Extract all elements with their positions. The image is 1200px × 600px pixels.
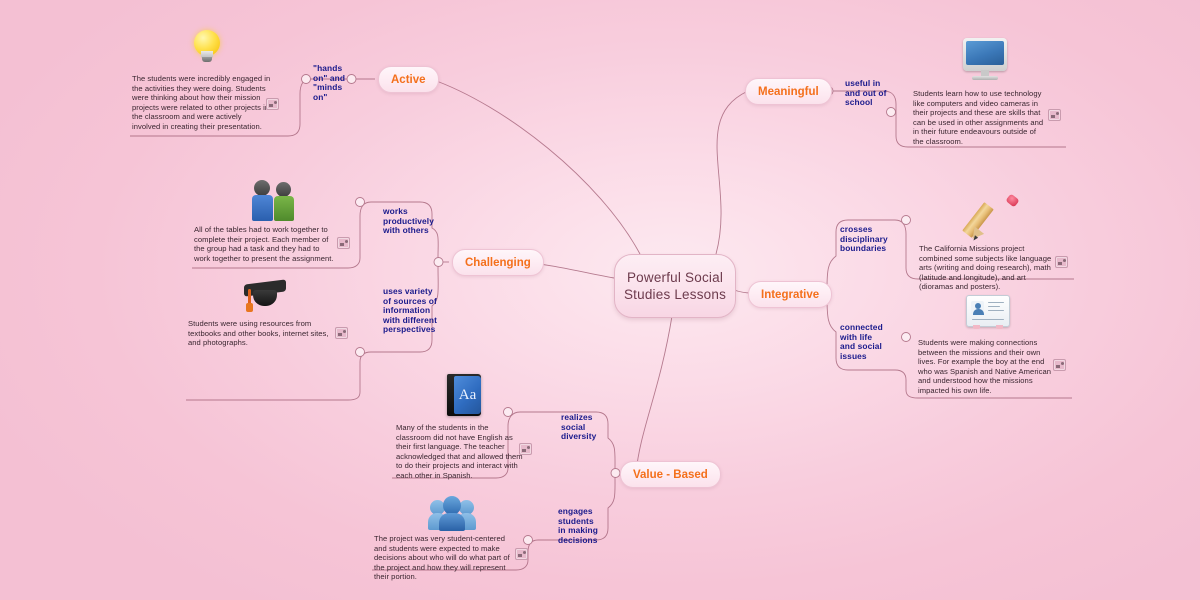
note-engages-students: The project was very student-centered an… <box>374 534 510 582</box>
sublabel-realizes-diversity[interactable]: realizes social diversity <box>561 412 597 442</box>
note-realizes-diversity: Many of the students in the classroom di… <box>396 423 523 480</box>
computer-monitor-icon <box>963 38 1009 82</box>
sublabel-engages-students[interactable]: engages students in making decisions <box>558 506 598 545</box>
note-hands-on: The students were incredibly engaged in … <box>132 74 271 131</box>
branch-node-meaningful[interactable]: Meaningful <box>745 78 832 105</box>
branch-node-challenging[interactable]: Challenging <box>452 249 544 276</box>
sublabel-connected-life[interactable]: connected with life and social issues <box>840 322 883 361</box>
sublabel-hands-on[interactable]: "hands on" and "minds on" <box>313 63 346 102</box>
group-users-icon <box>428 494 476 532</box>
lightbulb-icon <box>186 30 228 64</box>
image-attachment-icon[interactable] <box>1048 109 1061 121</box>
sublabel-works-productively[interactable]: works productively with others <box>383 206 434 236</box>
sublabel-uses-variety[interactable]: uses variety of sources of information w… <box>383 286 437 335</box>
pencil-icon <box>962 193 1020 244</box>
graduation-cap-icon <box>244 278 290 316</box>
note-useful-in-out: Students learn how to use technology lik… <box>913 89 1044 146</box>
id-card-icon <box>966 295 1010 329</box>
dictionary-book-icon: Aa <box>447 374 483 418</box>
sublabel-crosses-disciplinary[interactable]: crosses disciplinary boundaries <box>840 224 888 254</box>
image-attachment-icon[interactable] <box>1053 359 1066 371</box>
image-attachment-icon[interactable] <box>266 98 279 110</box>
two-people-icon <box>252 180 300 222</box>
branch-node-value-based[interactable]: Value - Based <box>620 461 721 488</box>
note-crosses-disciplinary: The California Missions project combined… <box>919 244 1052 292</box>
image-attachment-icon[interactable] <box>335 327 348 339</box>
note-connected-life: Students were making connections between… <box>918 338 1052 395</box>
sublabel-useful-in-out[interactable]: useful in and out of school <box>845 78 887 108</box>
branch-node-integrative[interactable]: Integrative <box>748 281 833 308</box>
image-attachment-icon[interactable] <box>337 237 350 249</box>
image-attachment-icon[interactable] <box>1055 256 1068 268</box>
image-attachment-icon[interactable] <box>515 548 528 560</box>
branch-node-active[interactable]: Active <box>378 66 439 93</box>
image-attachment-icon[interactable] <box>519 443 532 455</box>
central-node[interactable]: Powerful Social Studies Lessons <box>614 254 736 318</box>
note-works-productively: All of the tables had to work together t… <box>194 225 334 263</box>
note-uses-variety: Students were using resources from textb… <box>188 319 329 348</box>
